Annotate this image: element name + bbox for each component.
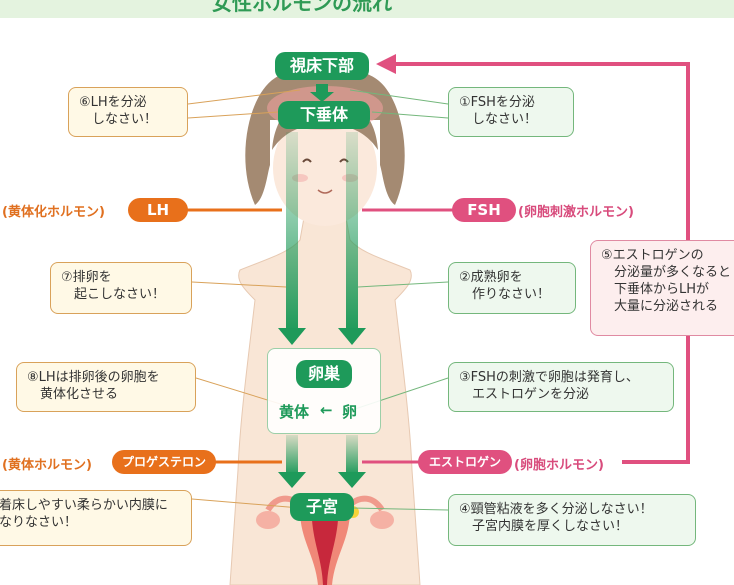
flow-arrows	[278, 84, 366, 488]
hypothalamus-node: 視床下部	[275, 52, 369, 80]
egg-label: 卵	[342, 403, 358, 421]
fsh-pill: FSH	[452, 198, 516, 222]
progesterone-pill: プロゲステロン	[112, 450, 216, 474]
arrow-left-icon: ←	[320, 401, 333, 419]
callout-7: ⑦排卵を 起こしなさい！	[50, 262, 192, 314]
callout-1: ①FSHを分泌 しなさい！	[448, 87, 574, 137]
progesterone-note: (黄体ホルモン)	[2, 458, 92, 473]
callout-6: ⑥LHを分泌 しなさい！	[68, 87, 188, 137]
uterus-node: 子宮	[290, 493, 354, 521]
lh-note: (黄体化ホルモン)	[2, 205, 105, 220]
pituitary-node: 下垂体	[278, 101, 370, 129]
page-title: 女性ホルモンの流れ	[212, 0, 392, 15]
fsh-note: (卵胞刺激ホルモン)	[518, 205, 634, 220]
callout-3: ③FSHの刺激で卵胞は発育し、 エストロゲンを分泌	[448, 362, 674, 412]
corpus-luteum-label: 黄体	[279, 403, 310, 421]
title-bar: 女性ホルモンの流れ	[0, 0, 734, 18]
ovary-node: 卵巣	[296, 360, 352, 388]
callout-4: ④頸管粘液を多く分泌しなさい！ 子宮内膜を厚くしなさい！	[448, 494, 696, 546]
callout-5: ⑤エストロゲンの 分泌量が多くなると 下垂体からLHが 大量に分泌される	[590, 240, 734, 336]
estrogen-pill: エストロゲン	[418, 450, 512, 474]
callout-2: ②成熟卵を 作りなさい！	[448, 262, 576, 314]
estrogen-note: (卵胞ホルモン)	[514, 458, 604, 473]
lh-pill: LH	[128, 198, 188, 222]
callout-8: ⑧LHは排卵後の卵胞を 黄体化させる	[16, 362, 196, 412]
callout-9: 着床しやすい柔らかい内膜に なりなさい！	[0, 490, 192, 546]
